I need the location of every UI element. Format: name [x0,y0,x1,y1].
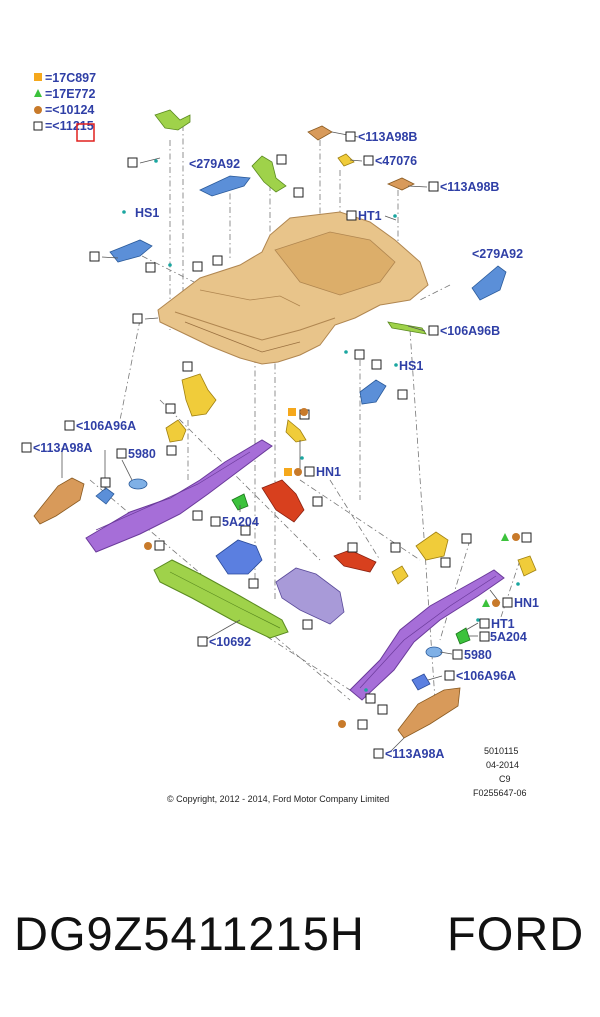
panel-HS1-right [359,379,387,405]
left-frame-rail [85,439,273,553]
ref-code: C9 [499,774,511,784]
yellow-brackets-left [165,373,307,443]
callout-47076: <47076 [375,154,417,168]
legend-entry-10124: =<10124 [45,103,94,117]
pad-113A98B-right [386,177,415,191]
bracket-yellow-far-right [517,555,537,577]
callout-HS1-left: HS1 [135,206,159,220]
plug-5980-right [425,646,443,658]
callout-HS1-right: HS1 [399,359,423,373]
clip-5A204-left [231,493,249,511]
legend-entry-17E772: =17E772 [45,87,95,101]
strip-106A96B [387,321,427,335]
callout-113A98A-right: <113A98A [385,747,444,761]
reference-boxes [89,154,532,730]
block-106A96A-left [95,487,115,505]
copyright-notice: © Copyright, 2012 - 2014, Ford Motor Com… [167,794,389,804]
callout-labels: <113A98B <47076 <279A92 <113A98B HS1 HT1… [21,130,539,761]
rail-10692 [153,559,289,639]
legend-triangle-symbol [34,89,42,97]
part-number-caption: DG9Z5411215H [14,907,365,960]
callout-HN1-right: HN1 [514,596,539,610]
callout-279A92-right: <279A92 [472,247,523,261]
bracket-top-left [154,109,191,131]
legend-entry-11215: =<11215 [45,119,94,133]
legend-square-symbol [34,73,42,81]
callout-279A92-left: <279A92 [189,157,240,171]
callout-5A204-left: 5A204 [222,515,259,529]
callout-106A96A-left: <106A96A [76,419,136,433]
panel-279A92-left [199,175,251,197]
floor-pan [157,211,429,365]
diagram-symbols [122,159,520,728]
clip-5A204-right [455,627,471,645]
callout-5980-right: 5980 [464,648,492,662]
bracket-lavender [275,567,345,625]
callout-113A98B-right: <113A98B [440,180,499,194]
callout-HN1-center: HN1 [316,465,341,479]
callout-113A98B-top: <113A98B [358,130,417,144]
pad-113A98B-top [307,125,333,141]
bracket-red [261,479,305,523]
clip-47076 [337,153,355,167]
bracket-red-small [333,549,377,573]
panel-279A92-right [471,265,507,301]
callout-10692: <10692 [209,635,251,649]
bracket-yellow-right [415,531,449,561]
legend-box-symbol [33,121,43,131]
pad-113A98A-left [33,477,85,525]
diagram-metadata: 5010115 04-2014 C9 F0255647-06 © Copyrig… [167,746,527,804]
legend: =17C897 =17E772 =<10124 =<11215 [33,71,96,142]
callout-5980-left: 5980 [128,447,156,461]
plug-5980-left [128,478,148,490]
callout-HT1-right: HT1 [491,617,515,631]
ref-number: 5010115 [484,746,518,756]
bracket-green-center [251,155,287,193]
right-frame-rail [349,569,505,701]
callout-106A96A-right: <106A96A [456,669,516,683]
ref-date: 04-2014 [486,760,519,770]
exploded-parts-diagram: =17C897 =17E772 =<10124 =<11215 [21,71,539,804]
legend-circle-symbol [34,106,42,114]
pad-113A98A-right [397,687,461,739]
brand-caption: FORD [447,907,585,960]
callout-106A96B: <106A96B [440,324,500,338]
callout-5A204-right: 5A204 [490,630,527,644]
block-106A96A-right [411,673,431,691]
figure-id: F0255647-06 [473,788,527,798]
bracket-yellow-right-small [391,565,409,585]
block-blue-center [215,539,263,575]
highlight-marker [76,123,95,142]
callout-HT1-top: HT1 [358,209,382,223]
panel-HS1-left [109,239,153,263]
callout-113A98A-left: <113A98A [33,441,92,455]
legend-entry-17C897: =17C897 [45,71,96,85]
